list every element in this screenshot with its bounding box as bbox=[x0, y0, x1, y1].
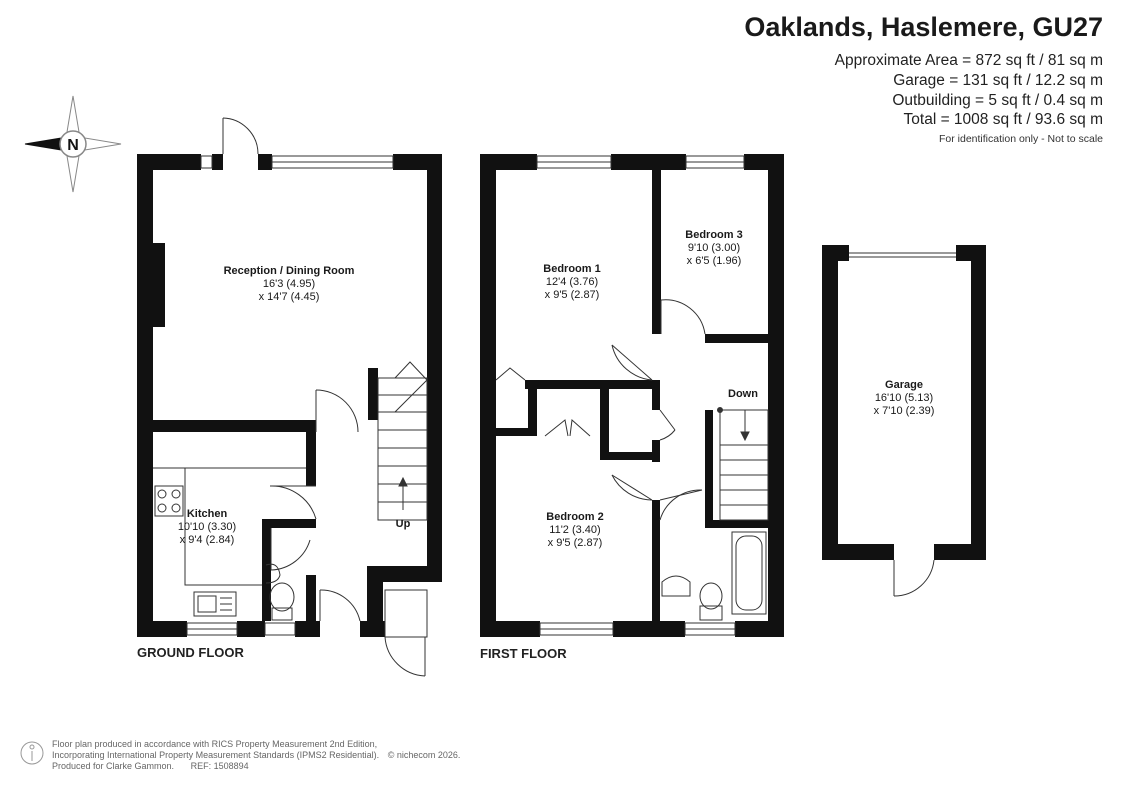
compass-north-icon: N bbox=[24, 95, 122, 193]
rics-person-icon bbox=[20, 741, 44, 765]
garage-area: Garage = 131 sq ft / 12.2 sq m bbox=[893, 72, 1103, 89]
footer-line-2-text: Incorporating International Property Mea… bbox=[52, 750, 380, 760]
identification-note: For identification only - Not to scale bbox=[939, 133, 1103, 145]
first-floor-plan bbox=[480, 154, 784, 637]
total-area: Total = 1008 sq ft / 93.6 sq m bbox=[903, 111, 1103, 128]
footer-line-3-text: Produced for Clarke Gammon. bbox=[52, 761, 175, 771]
footer-copyright: © nichecom 2026. bbox=[387, 750, 461, 760]
footer-ref: REF: 1508894 bbox=[190, 761, 249, 771]
property-title: Oaklands, Haslemere, GU27 bbox=[744, 12, 1103, 42]
room-bedroom3: Bedroom 3 9'10 (3.00) x 6'5 (1.96) bbox=[685, 229, 742, 267]
first-floor-details bbox=[495, 155, 769, 636]
outbuilding-area: Outbuilding = 5 sq ft / 0.4 sq m bbox=[892, 92, 1103, 109]
room-kitchen: Kitchen 10'10 (3.30) x 9'4 (2.84) bbox=[178, 508, 236, 546]
bedroom3-dim2: x 6'5 (1.96) bbox=[687, 255, 742, 267]
bedroom2-dim1: 11'2 (3.40) bbox=[549, 524, 600, 536]
compass-label: N bbox=[67, 137, 79, 154]
garage-dim2: x 7'10 (2.39) bbox=[874, 405, 935, 417]
room-garage: Garage 16'10 (5.13) x 7'10 (2.39) bbox=[874, 379, 935, 417]
footer-line-1: Floor plan produced in accordance with R… bbox=[52, 739, 378, 749]
reception-dim1: 16'3 (4.95) bbox=[263, 278, 315, 290]
first-floor-label: FIRST FLOOR bbox=[480, 646, 567, 661]
kitchen-dim2: x 9'4 (2.84) bbox=[180, 534, 235, 546]
kitchen-name: Kitchen bbox=[187, 508, 228, 520]
room-bedroom1: Bedroom 1 12'4 (3.76) x 9'5 (2.87) bbox=[543, 263, 600, 301]
kitchen-dim1: 10'10 (3.30) bbox=[178, 521, 236, 533]
approximate-area: Approximate Area = 872 sq ft / 81 sq m bbox=[834, 52, 1103, 69]
bedroom1-dim1: 12'4 (3.76) bbox=[546, 276, 598, 288]
room-reception: Reception / Dining Room 16'3 (4.95) x 14… bbox=[224, 265, 355, 303]
room-bedroom2: Bedroom 2 11'2 (3.40) x 9'5 (2.87) bbox=[546, 511, 603, 549]
footer-line-3: Produced for Clarke Gammon. REF: 1508894 bbox=[52, 761, 249, 772]
garage-name: Garage bbox=[885, 379, 923, 391]
garage-details bbox=[849, 252, 956, 597]
ground-floor-plan bbox=[137, 154, 442, 637]
bedroom2-dim2: x 9'5 (2.87) bbox=[548, 537, 603, 549]
bedroom3-dim1: 9'10 (3.00) bbox=[688, 242, 740, 254]
bedroom1-dim2: x 9'5 (2.87) bbox=[545, 289, 600, 301]
reception-name: Reception / Dining Room bbox=[224, 265, 355, 277]
stairs-up-label: Up bbox=[396, 518, 411, 530]
bedroom2-name: Bedroom 2 bbox=[546, 511, 603, 523]
bedroom1-name: Bedroom 1 bbox=[543, 263, 600, 275]
ground-floor-details bbox=[153, 117, 428, 677]
ground-floor-label: GROUND FLOOR bbox=[137, 645, 244, 660]
bedroom3-name: Bedroom 3 bbox=[685, 229, 742, 241]
reception-dim2: x 14'7 (4.45) bbox=[259, 291, 320, 303]
footer-line-2: Incorporating International Property Mea… bbox=[52, 750, 460, 761]
garage-dim1: 16'10 (5.13) bbox=[875, 392, 933, 404]
stairs-down-label: Down bbox=[728, 388, 758, 400]
garage-plan bbox=[822, 245, 986, 560]
